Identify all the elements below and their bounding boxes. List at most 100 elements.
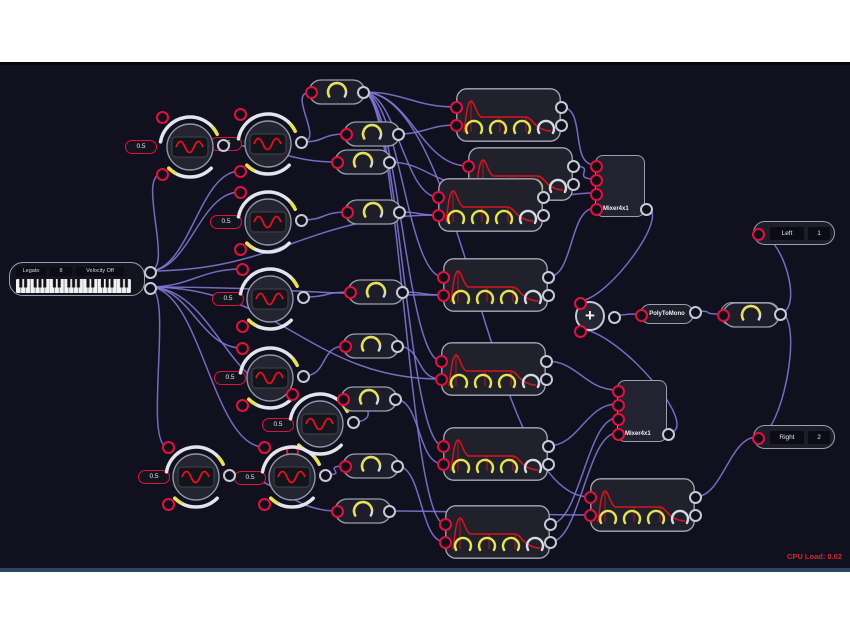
- input-port[interactable]: [330, 504, 344, 518]
- keyboard-gate-output-port[interactable]: [143, 281, 157, 295]
- midi-keyboard-node[interactable]: Legato 8 Velocity Off: [9, 262, 157, 296]
- input-port[interactable]: [449, 118, 463, 132]
- adsr-envelope-node[interactable]: [431, 178, 550, 232]
- output-channel-label[interactable]: Right: [770, 431, 804, 444]
- adsr-envelope-node[interactable]: [438, 505, 557, 559]
- output-port[interactable]: [391, 127, 405, 141]
- input-port[interactable]: [611, 398, 625, 412]
- piano-keyboard[interactable]: [16, 279, 131, 293]
- output-port[interactable]: [688, 508, 702, 522]
- input-port[interactable]: [449, 100, 463, 114]
- output-channel-number[interactable]: 1: [808, 227, 830, 240]
- adsr-envelope-node[interactable]: [583, 478, 702, 532]
- output-channel-label[interactable]: Left: [770, 227, 804, 240]
- output-port[interactable]: [356, 85, 370, 99]
- osc-value-input[interactable]: 0.5: [125, 140, 157, 154]
- oscillator-node[interactable]: [230, 106, 308, 182]
- output-port[interactable]: [346, 415, 360, 429]
- osc-value-input[interactable]: 0.5: [214, 371, 246, 385]
- knob-node[interactable]: [330, 149, 396, 175]
- output-port[interactable]: [539, 354, 553, 368]
- output-channel-number[interactable]: 2: [808, 431, 830, 444]
- input-port[interactable]: [431, 190, 445, 204]
- input-port[interactable]: [257, 440, 271, 454]
- input-port[interactable]: [343, 285, 357, 299]
- input-port[interactable]: [336, 392, 350, 406]
- input-port[interactable]: [235, 341, 249, 355]
- oscillator-node[interactable]: [254, 439, 332, 515]
- output-port[interactable]: [541, 270, 555, 284]
- legato-toggle[interactable]: Legato: [16, 267, 46, 276]
- input-port[interactable]: [589, 202, 603, 216]
- input-port[interactable]: [431, 208, 445, 222]
- output-port[interactable]: [296, 290, 310, 304]
- input-port[interactable]: [304, 85, 318, 99]
- input-port[interactable]: [436, 288, 450, 302]
- input-port[interactable]: [716, 308, 730, 322]
- knob-node[interactable]: [304, 79, 370, 105]
- input-port[interactable]: [161, 497, 175, 511]
- input-port[interactable]: [583, 508, 597, 522]
- output-port[interactable]: [294, 213, 308, 227]
- output-port[interactable]: [390, 459, 404, 473]
- output-port[interactable]: [541, 439, 555, 453]
- input-port[interactable]: [434, 372, 448, 386]
- output-port[interactable]: [773, 307, 787, 321]
- adsr-envelope-node[interactable]: [449, 88, 568, 142]
- oscillator-node[interactable]: [158, 439, 236, 515]
- input-port[interactable]: [436, 270, 450, 284]
- osc-value-input[interactable]: 0.5: [262, 418, 294, 432]
- adsr-envelope-node[interactable]: [436, 258, 555, 312]
- input-port[interactable]: [461, 159, 475, 173]
- knob-node[interactable]: [338, 333, 404, 359]
- input-port[interactable]: [438, 517, 452, 531]
- mixer-node[interactable]: Mixer4x1: [611, 380, 675, 442]
- input-port[interactable]: [340, 205, 354, 219]
- input-port[interactable]: [436, 457, 450, 471]
- input-port[interactable]: [285, 387, 299, 401]
- velocity-toggle[interactable]: Velocity Off: [76, 267, 124, 276]
- input-port[interactable]: [589, 173, 603, 187]
- voice-count-field[interactable]: 8: [50, 267, 72, 276]
- output-port[interactable]: [222, 468, 236, 482]
- input-port[interactable]: [235, 319, 249, 333]
- output-port[interactable]: [607, 310, 621, 324]
- keyboard-pitch-output-port[interactable]: [143, 265, 157, 279]
- add-node[interactable]: +: [574, 296, 621, 338]
- knob-node[interactable]: [340, 199, 406, 225]
- osc-value-input[interactable]: 0.5: [138, 470, 170, 484]
- output-port[interactable]: [639, 202, 653, 216]
- output-port[interactable]: [392, 205, 406, 219]
- output-port[interactable]: [554, 118, 568, 132]
- output-port[interactable]: [390, 339, 404, 353]
- output-port[interactable]: [382, 504, 396, 518]
- output-port[interactable]: [541, 457, 555, 471]
- input-port[interactable]: [330, 155, 344, 169]
- knob-node[interactable]: [336, 386, 402, 412]
- output-port[interactable]: [566, 177, 580, 191]
- audio-output-right-node[interactable]: Right 2: [751, 425, 835, 449]
- input-port[interactable]: [339, 127, 353, 141]
- input-port[interactable]: [574, 296, 587, 310]
- osc-value-input[interactable]: 0.5: [210, 215, 242, 229]
- input-port[interactable]: [583, 490, 597, 504]
- input-port[interactable]: [155, 167, 169, 181]
- input-port[interactable]: [235, 398, 249, 412]
- input-port[interactable]: [589, 187, 603, 201]
- input-port[interactable]: [233, 164, 247, 178]
- input-port[interactable]: [611, 412, 625, 426]
- osc-value-input[interactable]: 0.5: [212, 292, 244, 306]
- output-port[interactable]: [296, 369, 310, 383]
- input-port[interactable]: [338, 459, 352, 473]
- output-port[interactable]: [382, 155, 396, 169]
- knob-node[interactable]: [343, 279, 409, 305]
- output-port[interactable]: [318, 468, 332, 482]
- output-port[interactable]: [541, 288, 555, 302]
- input-port[interactable]: [257, 497, 271, 511]
- output-port[interactable]: [539, 372, 553, 386]
- input-port[interactable]: [574, 324, 587, 338]
- output-port[interactable]: [536, 208, 550, 222]
- output-port[interactable]: [395, 285, 409, 299]
- input-port[interactable]: [233, 185, 247, 199]
- knob-node[interactable]: [338, 453, 404, 479]
